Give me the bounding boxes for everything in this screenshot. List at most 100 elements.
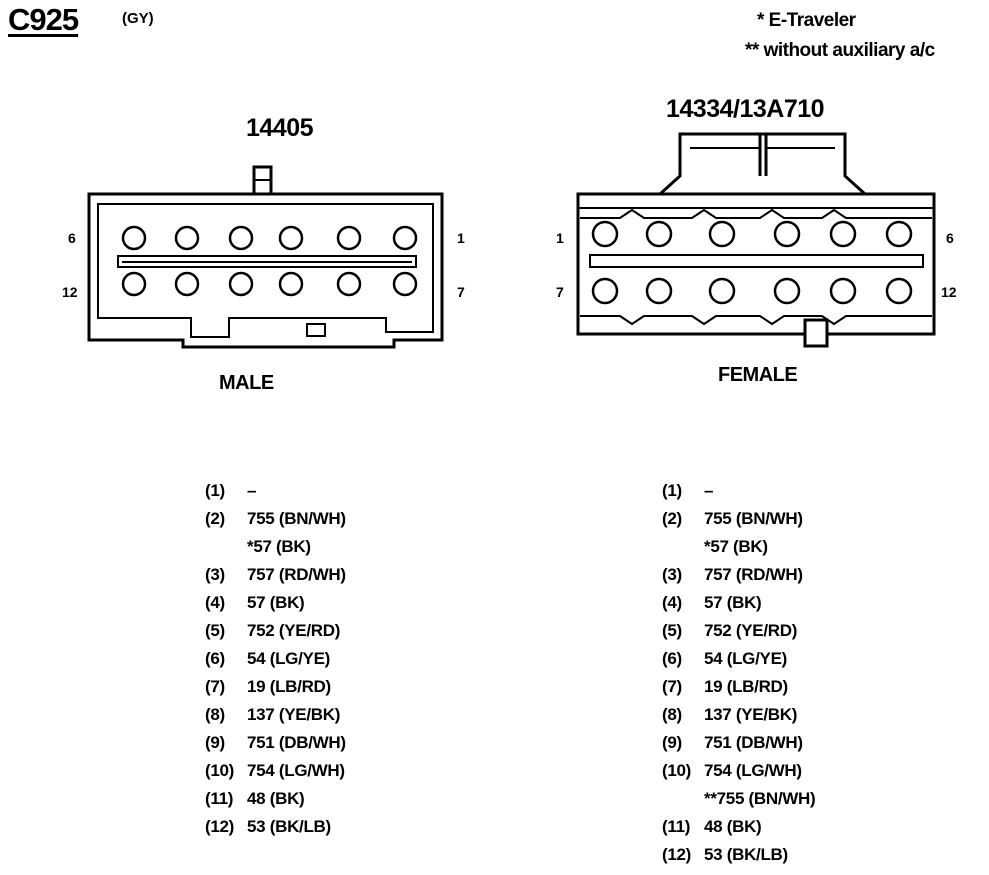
pin-circuit: 54 (LG/YE) xyxy=(247,649,330,668)
pin-circuit: *57 (BK) xyxy=(247,537,311,556)
pin-number: (7) xyxy=(205,677,225,696)
pin-number: (6) xyxy=(662,649,682,668)
pin-circuit: 752 (YE/RD) xyxy=(247,621,341,640)
pin-number: (4) xyxy=(662,593,682,612)
legend-note-e-traveler: * E-Traveler xyxy=(757,10,856,31)
male-pin-row: *57 (BK) xyxy=(205,533,346,561)
male-pin-row: (10) 754 (LG/WH) xyxy=(205,757,346,785)
pin-circuit: 754 (LG/WH) xyxy=(247,761,345,780)
female-pin-row: (8) 137 (YE/BK) xyxy=(662,701,815,729)
pin-circuit: 755 (BN/WH) xyxy=(247,509,346,528)
pin-circuit: 19 (LB/RD) xyxy=(704,677,788,696)
male-pin-row: (8) 137 (YE/BK) xyxy=(205,701,346,729)
pin-number: (3) xyxy=(662,565,682,584)
male-pin-list: (1) – (2) 755 (BN/WH) *57 (BK) (3) 757 (RD/WH)… xyxy=(205,477,346,841)
male-pin-row: (4) 57 (BK) xyxy=(205,589,346,617)
male-pin-row: (7) 19 (LB/RD) xyxy=(205,673,346,701)
pin-number: (9) xyxy=(205,733,225,752)
pin-number: (8) xyxy=(662,705,682,724)
female-pin-row: (4) 57 (BK) xyxy=(662,589,815,617)
legend-note-no-aux-ac: ** without auxiliary a/c xyxy=(745,40,935,61)
male-pin-row: (5) 752 (YE/RD) xyxy=(205,617,346,645)
female-pin-row: (5) 752 (YE/RD) xyxy=(662,617,815,645)
pin-circuit: 57 (BK) xyxy=(247,593,305,612)
female-pin-row: (3) 757 (RD/WH) xyxy=(662,561,815,589)
pin-circuit: 752 (YE/RD) xyxy=(704,621,798,640)
male-pin-label-bottom-left: 12 xyxy=(62,284,78,300)
pin-number: (7) xyxy=(662,677,682,696)
female-pin-row: (2) 755 (BN/WH) xyxy=(662,505,815,533)
pin-number: (9) xyxy=(662,733,682,752)
pin-circuit: 48 (BK) xyxy=(247,789,305,808)
female-pin-row: (1) – xyxy=(662,477,815,505)
male-connector-drawing xyxy=(87,165,444,349)
male-pin-label-bottom-right: 7 xyxy=(457,284,465,300)
female-connector-drawing xyxy=(576,132,936,348)
male-pin-row: (6) 54 (LG/YE) xyxy=(205,645,346,673)
male-label: MALE xyxy=(219,372,274,394)
pin-number: (1) xyxy=(662,481,682,500)
pin-circuit: **755 (BN/WH) xyxy=(704,789,816,808)
pin-circuit: 757 (RD/WH) xyxy=(704,565,803,584)
pin-number: (2) xyxy=(205,509,225,528)
pin-number: (11) xyxy=(205,789,234,808)
male-pin-row: (3) 757 (RD/WH) xyxy=(205,561,346,589)
pin-circuit: 53 (BK/LB) xyxy=(704,845,788,864)
pin-circuit: 19 (LB/RD) xyxy=(247,677,331,696)
female-pin-label-top-left: 1 xyxy=(556,230,564,246)
pin-circuit: 48 (BK) xyxy=(704,817,762,836)
pin-circuit: 757 (RD/WH) xyxy=(247,565,346,584)
female-pin-row: *57 (BK) xyxy=(662,533,815,561)
female-pin-list: (1) – (2) 755 (BN/WH) *57 (BK) (3) 757 (RD/WH)… xyxy=(662,477,816,869)
connector-color-code: (GY) xyxy=(122,10,154,27)
pin-number: (3) xyxy=(205,565,225,584)
male-pin-row: (12)53 (BK/LB) xyxy=(205,813,346,841)
female-pin-row: (12) 53 (BK/LB) xyxy=(662,841,815,869)
pin-number: (2) xyxy=(662,509,682,528)
pin-circuit: – xyxy=(704,481,714,500)
male-pin-row: (11) 48 (BK) xyxy=(205,785,346,813)
female-pin-row: (9) 751 (DB/WH) xyxy=(662,729,815,757)
pin-number: (11) xyxy=(662,817,691,836)
pin-number: (12) xyxy=(662,845,692,864)
pin-number: (10) xyxy=(205,761,235,780)
pin-circuit: 755 (BN/WH) xyxy=(704,509,803,528)
female-pin-label-top-right: 6 xyxy=(946,230,954,246)
pin-circuit: 751 (DB/WH) xyxy=(247,733,346,752)
pin-circuit: 57 (BK) xyxy=(704,593,762,612)
connector-diagram xyxy=(87,132,936,349)
male-pin-row: (2) 755 (BN/WH) xyxy=(205,505,346,533)
female-pin-row: (10) 754 (LG/WH) xyxy=(662,757,815,785)
pin-circuit: 751 (DB/WH) xyxy=(704,733,803,752)
male-part-number: 14405 xyxy=(246,114,314,142)
male-pin-label-top-left: 6 xyxy=(68,230,76,246)
pin-number xyxy=(662,533,704,561)
pin-number: (10) xyxy=(662,761,692,780)
female-pin-label-bottom-left: 7 xyxy=(556,284,564,300)
female-pin-row: (11) 48 (BK) xyxy=(662,813,815,841)
pin-number: (12) xyxy=(205,817,235,836)
female-label: FEMALE xyxy=(718,364,798,386)
pin-circuit: 137 (YE/BK) xyxy=(247,705,341,724)
pin-circuit: 137 (YE/BK) xyxy=(704,705,798,724)
pin-number: (6) xyxy=(205,649,225,668)
male-pin-row: (1) – xyxy=(205,477,346,505)
female-part-number: 14334/13A710 xyxy=(666,95,825,123)
pin-circuit: *57 (BK) xyxy=(704,537,768,556)
pin-circuit: 754 (LG/WH) xyxy=(704,761,802,780)
pin-circuit: – xyxy=(247,481,257,500)
male-pin-label-top-right: 1 xyxy=(457,230,465,246)
pin-number: (8) xyxy=(205,705,225,724)
pin-number: (1) xyxy=(205,481,225,500)
pin-number: (5) xyxy=(662,621,682,640)
pin-number: (5) xyxy=(205,621,225,640)
pin-circuit: 54 (LG/YE) xyxy=(704,649,787,668)
female-pin-row: **755 (BN/WH) xyxy=(662,785,816,813)
connector-id: C925 xyxy=(8,2,79,37)
pin-number xyxy=(662,785,704,813)
pin-number xyxy=(205,533,247,561)
male-pin-row: (9) 751 (DB/WH) xyxy=(205,729,346,757)
pin-number: (4) xyxy=(205,593,225,612)
female-pin-label-bottom-right: 12 xyxy=(941,284,957,300)
female-pin-row: (6) 54 (LG/YE) xyxy=(662,645,815,673)
